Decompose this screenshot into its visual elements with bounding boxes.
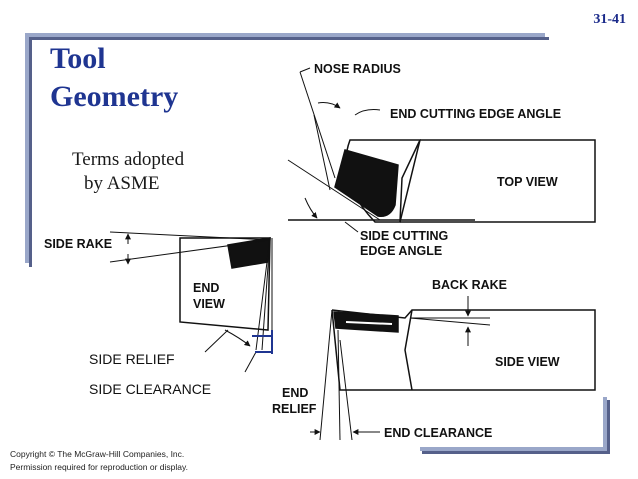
end-relief-line-1 [319, 309, 333, 441]
frame-bottom-shadow [422, 451, 610, 454]
end-clearance-line [339, 339, 353, 441]
subtitle-line-2: by ASME [84, 173, 160, 194]
subtitle-line-1: Terms adopted [72, 149, 185, 170]
top-view-ref-line [313, 114, 331, 191]
top-view-break-line [399, 139, 421, 223]
side-rake-label: SIDE RAKE [44, 237, 112, 251]
back-rake-label: BACK RAKE [432, 278, 507, 292]
end-view-relief-line-2 [261, 237, 271, 351]
frame-left [25, 33, 29, 263]
nose-radius-label: NOSE RADIUS [314, 62, 401, 76]
side-view-break-line [404, 309, 413, 391]
top-view-shank [400, 139, 596, 223]
copyright-notice: Copyright © The McGraw-Hill Companies, I… [10, 448, 188, 474]
side-relief-arrow [224, 329, 251, 347]
frame-bottom [420, 447, 607, 451]
title-line-1: Tool [50, 42, 106, 75]
top-view-side-edge-line [287, 159, 381, 221]
side-view-drawing [310, 296, 596, 441]
side-view-insert-highlight [345, 321, 393, 325]
side-rake-angle-line [109, 239, 271, 263]
side-relief-label: SIDE RELIEF [89, 351, 175, 367]
end-view-blue-marks [252, 330, 273, 354]
back-rake-angle-line [409, 317, 491, 326]
page-number: 31-41 [593, 12, 626, 27]
side-rake-ref-line [109, 231, 271, 241]
copyright-line-2: Permission required for reproduction or … [10, 462, 188, 472]
side-cutting-edge-angle-arrow [304, 197, 318, 219]
end-view-relief-line-1 [255, 237, 271, 351]
end-cutting-edge-angle-leader [354, 109, 381, 116]
frame-right-shadow [607, 400, 610, 452]
side-cutting-edge-leader [344, 221, 359, 233]
title-line-2: Geometry [50, 80, 179, 113]
end-relief-label-1: END [282, 386, 308, 400]
top-view-cutting-insert [334, 149, 399, 218]
top-view-drawing [287, 67, 596, 233]
page-title: Tool Geometry [50, 40, 178, 116]
nose-radius-leader [299, 67, 311, 73]
end-cutting-edge-angle-arrow [317, 102, 341, 109]
side-clearance-label: SIDE CLEARANCE [89, 381, 211, 397]
end-relief-line-2 [337, 329, 341, 441]
end-view-label-2: VIEW [193, 297, 225, 311]
side-relief-leader [204, 329, 229, 353]
frame-left-shadow [29, 37, 32, 267]
side-cutting-label-1: SIDE CUTTING [360, 229, 448, 243]
side-view-label: SIDE VIEW [495, 355, 560, 369]
end-clearance-label: END CLEARANCE [384, 426, 492, 440]
nose-radius-line [299, 71, 336, 179]
side-clearance-leader [244, 351, 257, 373]
subtitle: Terms adopted by ASME [72, 148, 184, 196]
end-cutting-edge-angle-label: END CUTTING EDGE ANGLE [390, 107, 561, 121]
side-view-lower-edge [331, 309, 412, 391]
side-cutting-label-2: EDGE ANGLE [360, 244, 442, 258]
frame-top-shadow [27, 37, 549, 40]
frame-right [603, 397, 607, 449]
end-relief-label-2: RELIEF [272, 402, 317, 416]
top-view-label: TOP VIEW [497, 175, 558, 189]
end-view-label-1: END [193, 281, 219, 295]
frame-top [25, 33, 545, 37]
copyright-line-1: Copyright © The McGraw-Hill Companies, I… [10, 449, 185, 459]
